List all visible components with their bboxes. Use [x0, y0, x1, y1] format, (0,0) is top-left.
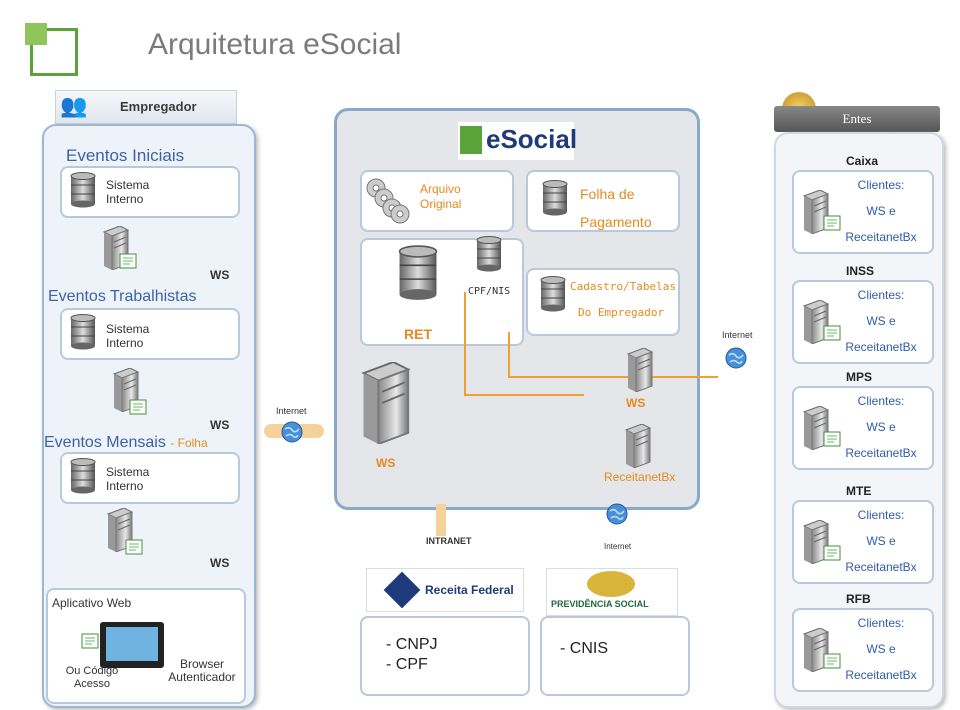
document-icon: [124, 538, 146, 556]
ws-label: WS: [210, 418, 230, 432]
internet-right-label: Internet: [722, 330, 753, 340]
globe-icon: [280, 420, 304, 444]
internet-bottom-label: Internet: [604, 542, 632, 551]
document-icon: [128, 398, 150, 416]
cpf-label: - CPF: [386, 656, 428, 673]
ente-ws-label: WS e: [866, 420, 896, 434]
database-icon: [70, 172, 96, 208]
disc-icon: [390, 204, 410, 224]
eventos-trabalhistas-heading: Eventos Trabalhistas: [48, 288, 197, 305]
ente-name: RFB: [846, 592, 871, 606]
do-empregador-label: Do Empregador: [578, 306, 665, 319]
connector-line: [508, 332, 510, 376]
cnis-label: - CNIS: [560, 640, 608, 657]
ente-ws-label: WS e: [866, 204, 896, 218]
eventos-mensais-label: Eventos Mensais: [44, 434, 166, 451]
ente-name: INSS: [846, 264, 875, 278]
ente-name: MTE: [846, 484, 872, 498]
ou-codigo-acesso-label: Ou Código Acesso: [65, 665, 119, 690]
receitanetbx-label: ReceitanetBx: [604, 470, 676, 484]
folha-suffix: - Folha: [170, 436, 208, 450]
database-icon: [398, 244, 438, 302]
ret-label: RET: [404, 326, 432, 342]
database-icon: [70, 314, 96, 350]
receita-federal-icon: [383, 571, 421, 609]
eventos-mensais-heading: Eventos Mensais - Folha: [44, 434, 208, 452]
sistema-interno-label: Sistema Interno: [106, 465, 150, 493]
database-icon: [70, 458, 96, 494]
database-icon: [476, 236, 502, 272]
receita-data-box: [360, 616, 530, 696]
previdencia-data-box: [540, 616, 690, 696]
ente-ws-label: WS e: [866, 642, 896, 656]
sistema-interno-label: Sistema Interno: [106, 178, 150, 206]
document-icon: [80, 632, 102, 650]
intranet-label: INTRANET: [426, 536, 472, 546]
receita-federal-text: Receita Federal: [425, 583, 514, 597]
ente-clientes-label: Clientes:: [857, 394, 905, 408]
sistema-interno-label: Sistema Interno: [106, 322, 150, 350]
database-icon: [540, 276, 566, 312]
ws-left-label: WS: [376, 456, 396, 470]
esocial-logo-text: eSocial: [486, 124, 578, 154]
server-icon: [356, 362, 412, 444]
ente-name: Caixa: [846, 154, 879, 168]
folha-pagamento-label: Folha de Pagamento: [580, 186, 652, 230]
cnpj-label: - CNPJ: [386, 636, 438, 653]
intranet-pipe: [436, 504, 446, 536]
empregador-badge: 👥 Empregador: [55, 90, 237, 124]
connector-line: [508, 376, 718, 378]
cpf-nis-label: CPF/NIS: [468, 286, 511, 297]
ente-receitanetbx-label: ReceitanetBx: [845, 340, 917, 354]
esocial-logo: eSocial: [458, 122, 578, 160]
browser-autenticador-label: Browser Autenticador: [168, 657, 236, 684]
page-title: Arquitetura eSocial: [148, 28, 402, 61]
ws-label: WS: [210, 556, 230, 570]
eventos-iniciais-heading: Eventos Iniciais: [66, 146, 185, 165]
globe-icon: [605, 502, 629, 526]
document-icon: [118, 252, 140, 270]
ente-ws-label: WS e: [866, 534, 896, 548]
ente-clientes-label: Clientes:: [857, 288, 905, 302]
previdencia-social-logo: PREVIDÊNCIA SOCIAL: [546, 568, 678, 616]
previdencia-icon: [587, 571, 635, 597]
connector-line: [464, 292, 466, 394]
cadastro-tabelas-label: Cadastro/Tabelas: [570, 280, 676, 293]
ws-label: WS: [210, 268, 230, 282]
ente-name: MPS: [846, 370, 873, 384]
ente-clientes-label: Clientes:: [857, 178, 905, 192]
ws-center-label: WS: [626, 396, 646, 410]
ente-clientes-label: Clientes:: [857, 616, 905, 630]
empregador-badge-label: Empregador: [120, 99, 197, 114]
esocial-logo-icon: [460, 126, 482, 154]
app-logo-icon: [30, 28, 78, 76]
database-icon: [542, 180, 568, 216]
server-icon: [622, 424, 652, 468]
entes-header: Entes: [774, 106, 940, 132]
connector-line: [464, 394, 584, 396]
people-icon: 👥: [60, 93, 88, 118]
globe-icon: [724, 346, 748, 370]
ente-receitanetbx-label: ReceitanetBx: [845, 446, 917, 460]
ente-receitanetbx-label: ReceitanetBx: [845, 668, 917, 682]
computer-icon: [100, 622, 164, 668]
aplicativo-web-label: Aplicativo Web: [52, 596, 132, 610]
arquivo-original-label: Arquivo Original: [420, 182, 462, 211]
ente-receitanetbx-label: ReceitanetBx: [845, 230, 917, 244]
ente-receitanetbx-label: ReceitanetBx: [845, 560, 917, 574]
server-icon: [624, 348, 654, 392]
ente-clientes-label: Clientes:: [857, 508, 905, 522]
ente-ws-label: WS e: [866, 314, 896, 328]
previdencia-text: PREVIDÊNCIA SOCIAL: [551, 599, 649, 609]
internet-label: Internet: [276, 406, 307, 416]
receita-federal-logo: Receita Federal: [366, 568, 524, 612]
